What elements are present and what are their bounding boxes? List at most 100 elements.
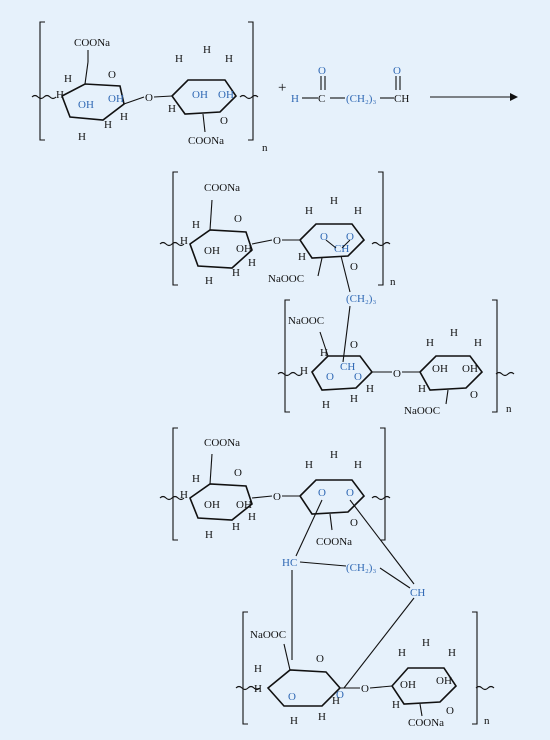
atom-label: H (254, 683, 262, 695)
oh-label: OH (78, 99, 94, 111)
h-label: H (203, 44, 211, 56)
reaction-arrow (430, 93, 518, 101)
atom-label: OH (462, 363, 478, 375)
h-label: H (104, 119, 112, 131)
atom-label: H (366, 383, 374, 395)
atom-label: H (192, 473, 200, 485)
atom-label: O (470, 389, 478, 401)
atom-label: O (446, 705, 454, 717)
atom-label: (CH₂)₃ (346, 293, 376, 305)
atom-label: H (322, 399, 330, 411)
atom-label: COONa (204, 437, 240, 449)
atom-label: OH (400, 679, 416, 691)
oh-label: OH (192, 89, 208, 101)
atom-label: O (320, 231, 328, 243)
atom-label: O (350, 517, 358, 529)
plus-sign: + (278, 80, 286, 96)
product-structure-2: COONa O H H OH OH H H H O H H H O O O CO… (159, 427, 495, 729)
h-label: H (56, 89, 64, 101)
atom-label: O (354, 371, 362, 383)
reactant-polymer: n COONa O H H OH OH H H H O H H H OH OH … (31, 21, 268, 154)
atom-label: NaOOC (250, 629, 286, 641)
atom-label: H (192, 219, 200, 231)
atom-label: O (326, 371, 334, 383)
atom-label: O (318, 487, 326, 499)
atom-label: O (318, 65, 326, 77)
atom-label: H (205, 275, 213, 287)
bridge-oxygen: O (145, 92, 153, 104)
h-label: H (78, 131, 86, 143)
atom-label: HC (282, 557, 297, 569)
atom-label: NaOOC (288, 315, 324, 327)
atom-label: CH (340, 361, 355, 373)
atom-label: H (180, 235, 188, 247)
atom-label: H (290, 715, 298, 727)
atom-label: O (316, 653, 324, 665)
atom-label: NaOOC (268, 273, 304, 285)
h-label: H (120, 111, 128, 123)
atom-label: H (298, 251, 306, 263)
atom-label: H (418, 383, 426, 395)
atom-label: H (398, 647, 406, 659)
atom-label: n (484, 715, 490, 727)
atom-label: H (205, 529, 213, 541)
coona-label: COONa (188, 135, 224, 147)
atom-label: H (392, 699, 400, 711)
atom-label: H (330, 195, 338, 207)
atom-label: n (506, 403, 512, 415)
atom-label: H (232, 521, 240, 533)
atom-label: H (305, 459, 313, 471)
atom-label: NaOOC (404, 405, 440, 417)
atom-label: H (320, 347, 328, 359)
atom-label: H (248, 257, 256, 269)
atom-label: O (346, 231, 354, 243)
repeat-n: n (262, 142, 268, 154)
h-label: H (225, 53, 233, 65)
atom-label: (CH₂)₃ (346, 562, 376, 574)
atom-label: H (232, 267, 240, 279)
atom-label: (CH₂)₃ (346, 93, 376, 105)
atom-label: H (354, 459, 362, 471)
oh-label: OH (218, 89, 234, 101)
atom-label: H (300, 365, 308, 377)
atom-label: COONa (316, 536, 352, 548)
atom-label: CH (410, 587, 425, 599)
atom-label: OH (204, 499, 220, 511)
ring-oxygen: O (220, 115, 228, 127)
atom-label: + (278, 80, 286, 96)
atom-label: OH (236, 499, 252, 511)
atom-label: O (336, 689, 344, 701)
atom-label: OH (436, 675, 452, 687)
atom-label: H (426, 337, 434, 349)
atom-label: CH (334, 243, 349, 255)
atom-label: H (448, 647, 456, 659)
atom-label: O (273, 491, 281, 503)
atom-label: COONa (408, 717, 444, 729)
atom-label: CH (394, 93, 409, 105)
atom-label: H (180, 489, 188, 501)
atom-label: H (318, 711, 326, 723)
atom-label: H (248, 511, 256, 523)
atom-label: O (273, 235, 281, 247)
atom-label: H (422, 637, 430, 649)
atom-label: O (350, 339, 358, 351)
atom-label: OH (432, 363, 448, 375)
atom-label: n (390, 276, 396, 288)
atom-label: H (305, 205, 313, 217)
atom-label: H (254, 663, 262, 675)
atom-label: C (318, 93, 325, 105)
atom-label: O (234, 467, 242, 479)
coona-label: COONa (74, 37, 110, 49)
atom-label: O (350, 261, 358, 273)
atom-label: O (234, 213, 242, 225)
atom-label: O (288, 691, 296, 703)
atom-label: H (291, 93, 299, 105)
atom-label: H (474, 337, 482, 349)
atom-label: H (350, 393, 358, 405)
atom-label: COONa (204, 182, 240, 194)
h-label: H (64, 73, 72, 85)
product-structure-1: n COONa O H H OH OH H H H O H H H H O O … (159, 171, 515, 417)
atom-label: H (330, 449, 338, 461)
h-label: H (168, 103, 176, 115)
